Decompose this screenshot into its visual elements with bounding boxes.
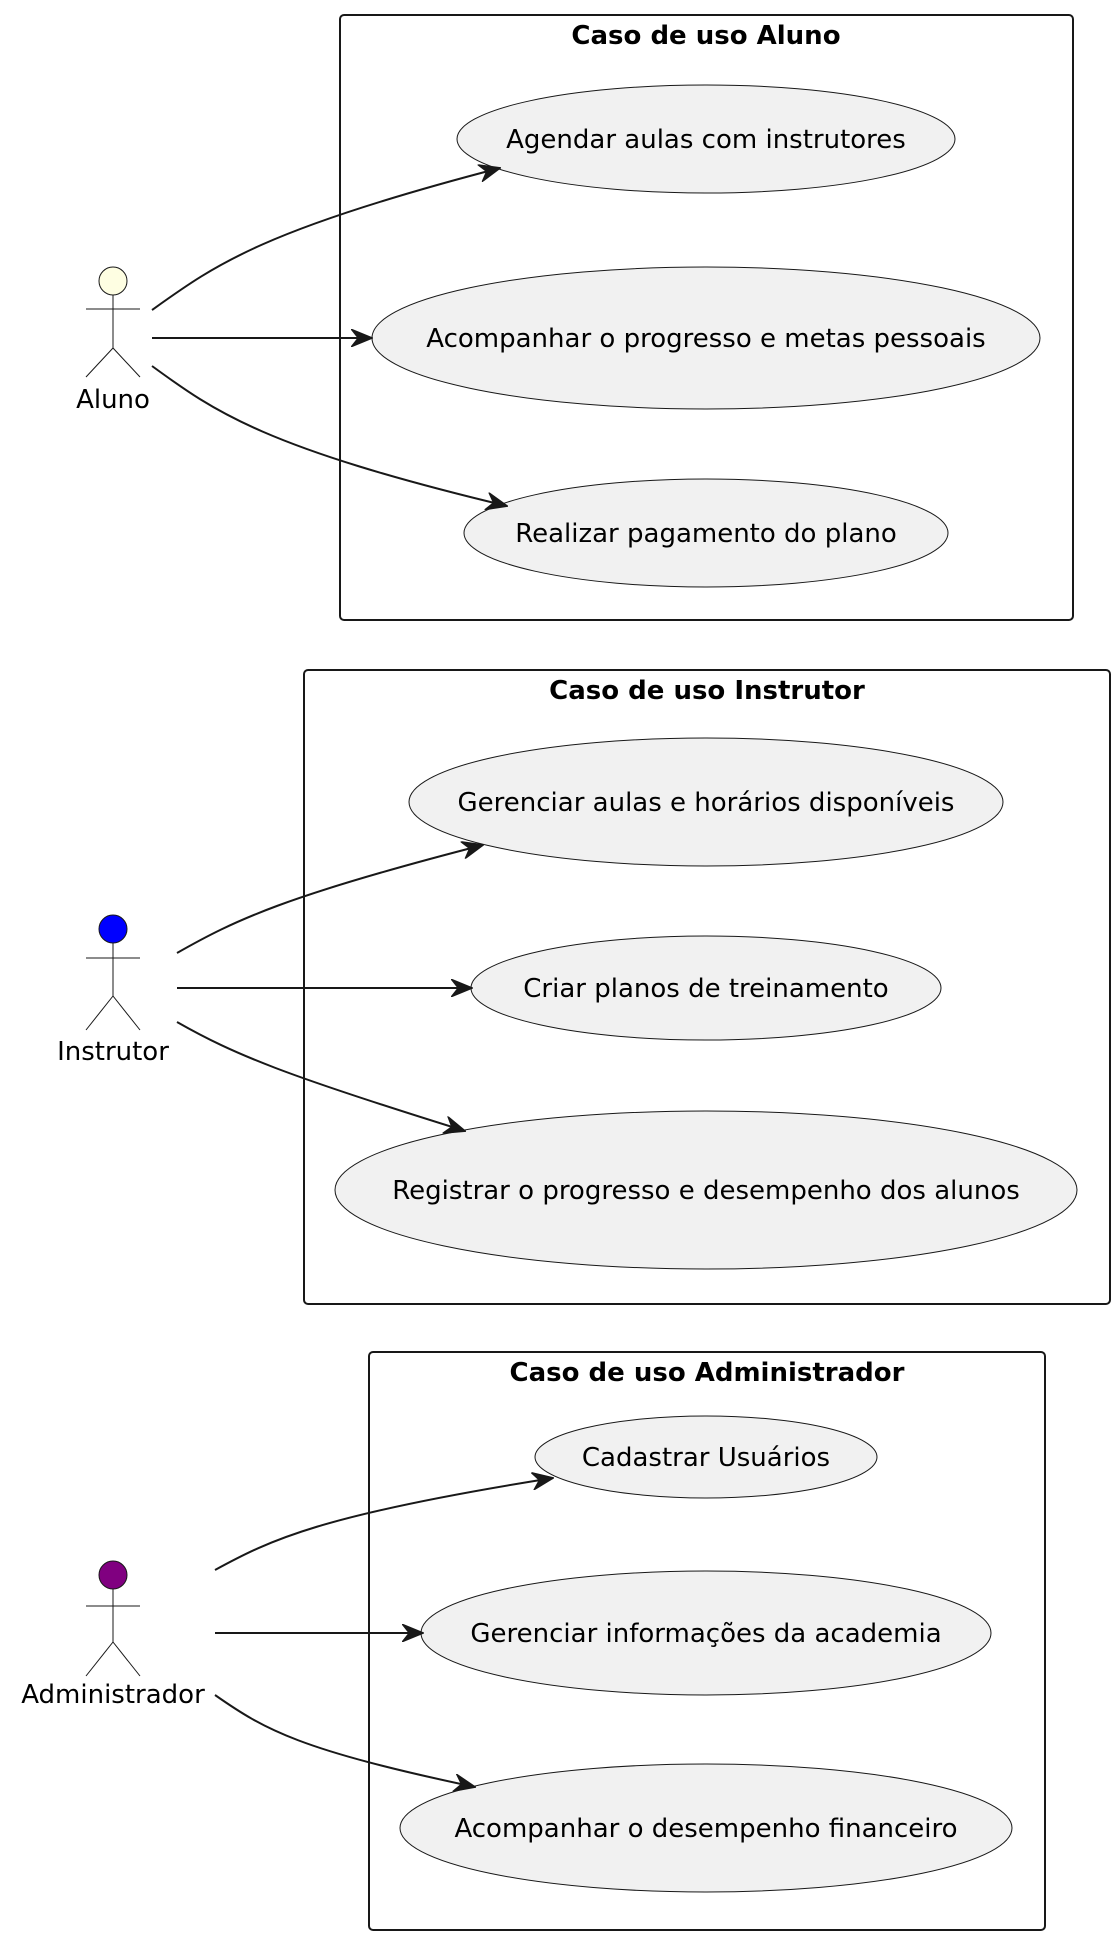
package-aluno-box xyxy=(339,14,1074,621)
actor-aluno-label: Aluno xyxy=(76,385,150,415)
actor-administrador-head xyxy=(98,1560,128,1590)
use-case-agendar-aulas-label: Agendar aulas com instrutores xyxy=(506,125,906,155)
edge-instrutor-registrar xyxy=(176,1021,465,1131)
use-case-registrar-progresso: Registrar o progresso e desempenho dos a… xyxy=(334,1110,1078,1270)
use-case-cadastrar-usuarios-label: Cadastrar Usuários xyxy=(582,1443,830,1473)
actor-administrador: Administrador xyxy=(21,1560,205,1710)
use-case-realizar-pagamento-label: Realizar pagamento do plano xyxy=(515,519,897,549)
use-case-registrar-progresso-label: Registrar o progresso e desempenho dos a… xyxy=(392,1176,1020,1206)
package-administrador-title: Caso de uso Administrador xyxy=(510,1358,905,1388)
use-case-cadastrar-usuarios: Cadastrar Usuários xyxy=(534,1415,878,1499)
actor-aluno-head xyxy=(98,266,128,296)
use-case-realizar-pagamento: Realizar pagamento do plano xyxy=(463,478,949,588)
use-case-agendar-aulas: Agendar aulas com instrutores xyxy=(456,84,956,194)
use-case-acompanhar-desempenho: Acompanhar o desempenho financeiro xyxy=(399,1763,1013,1893)
use-case-criar-planos-label: Criar planos de treinamento xyxy=(523,974,888,1004)
use-case-acompanhar-progresso-label: Acompanhar o progresso e metas pessoais xyxy=(426,324,985,354)
package-aluno-title: Caso de uso Aluno xyxy=(571,21,840,51)
use-case-gerenciar-informacoes: Gerenciar informações da academia xyxy=(420,1570,992,1696)
use-case-gerenciar-aulas: Gerenciar aulas e horários disponíveis xyxy=(408,737,1004,867)
package-administrador-box xyxy=(368,1351,1046,1931)
use-case-criar-planos: Criar planos de treinamento xyxy=(470,935,942,1041)
actor-instrutor-head xyxy=(98,914,128,944)
edge-instrutor-gerenciar xyxy=(176,845,483,954)
use-case-acompanhar-desempenho-label: Acompanhar o desempenho financeiro xyxy=(454,1814,957,1844)
edge-administrador-acompanhar xyxy=(214,1694,475,1787)
package-instrutor: Caso de uso Instrutor Instrutor Gerencia… xyxy=(57,669,1111,1305)
package-instrutor-title: Caso de uso Instrutor xyxy=(549,676,865,706)
actor-instrutor: Instrutor xyxy=(57,914,169,1067)
edge-administrador-cadastrar xyxy=(214,1478,553,1571)
actor-aluno: Aluno xyxy=(76,266,150,415)
edge-aluno-agendar xyxy=(151,168,500,311)
edge-aluno-pagamento xyxy=(151,365,507,506)
package-administrador: Caso de uso Administrador Administrador … xyxy=(21,1351,1046,1931)
actor-instrutor-label: Instrutor xyxy=(57,1037,169,1067)
use-case-gerenciar-informacoes-label: Gerenciar informações da academia xyxy=(470,1619,941,1649)
package-aluno: Caso de uso Aluno Aluno Agendar aulas co… xyxy=(76,14,1074,621)
actor-administrador-label: Administrador xyxy=(21,1680,205,1710)
use-case-acompanhar-progresso: Acompanhar o progresso e metas pessoais xyxy=(371,266,1041,410)
use-case-gerenciar-aulas-label: Gerenciar aulas e horários disponíveis xyxy=(458,788,955,818)
